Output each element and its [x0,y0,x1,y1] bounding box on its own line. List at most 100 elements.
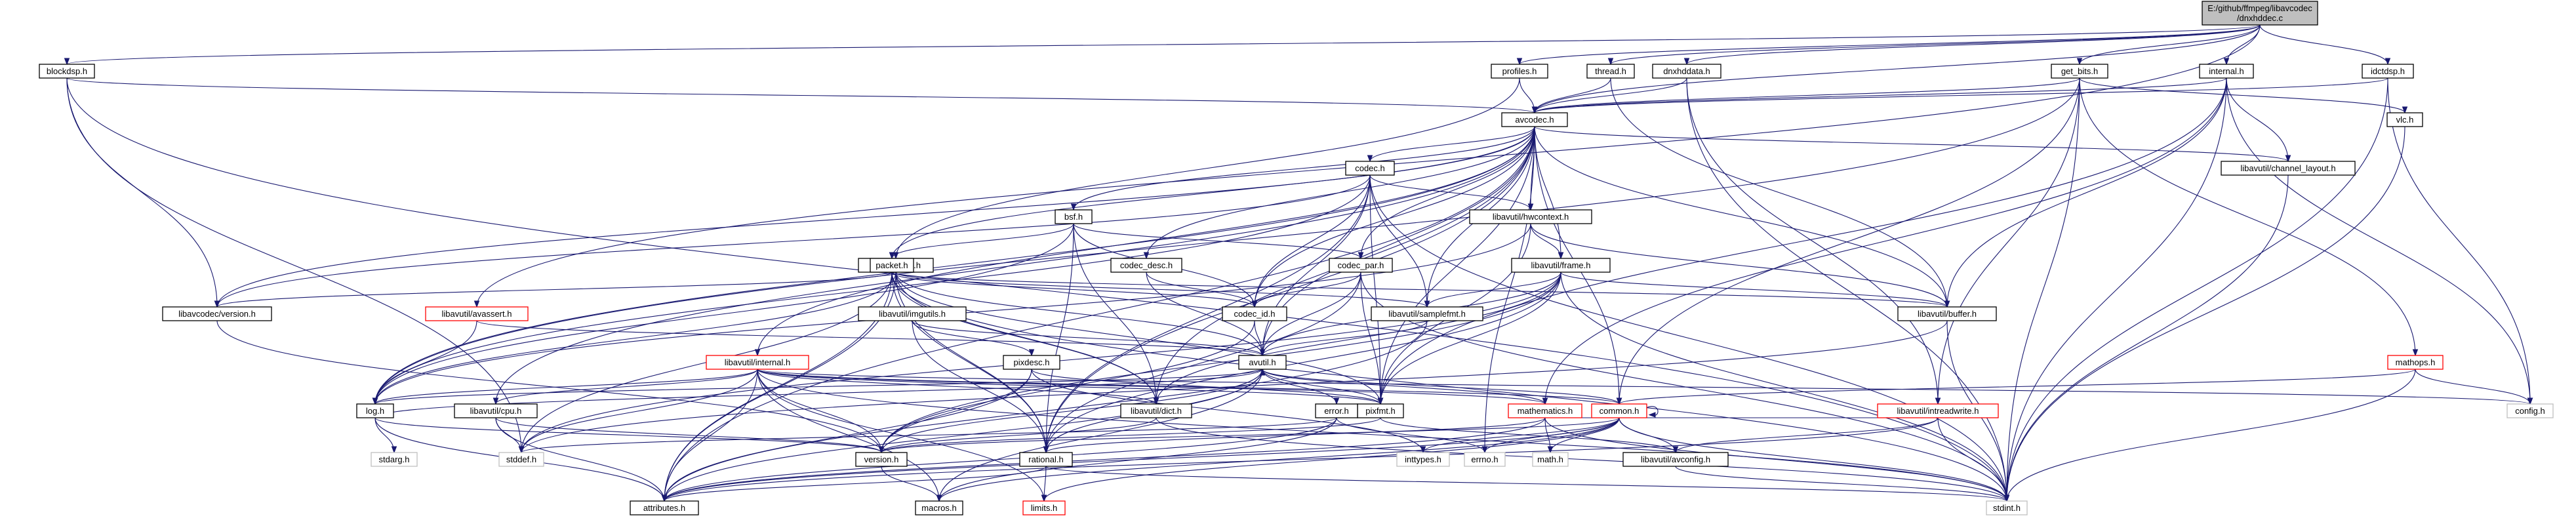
edge-log-to-stdarg [374,417,397,454]
node-avassert[interactable]: libavutil/avassert.h [425,306,529,321]
node-avutil[interactable]: avutil.h [1238,355,1287,370]
node-codec[interactable]: codec.h [1345,161,1395,176]
node-error[interactable]: error.h [1315,403,1358,418]
node-box [356,403,394,418]
node-bsf[interactable]: bsf.h [1055,209,1093,224]
node-stddef[interactable]: stddef.h [498,452,544,467]
node-profiles[interactable]: profiles.h [1491,64,1548,79]
node-samplefmt[interactable]: libavutil/samplefmt.h [1371,306,1483,321]
node-stdint[interactable]: stdint.h [1986,500,2028,515]
edge-idctdsp-to-avcodec [1531,77,2388,114]
node-internal[interactable]: internal.h [2199,64,2254,79]
edge-internal-to-config [2226,77,2533,405]
edge-avcodec-to-codec_par [1358,126,1535,260]
edge-vlc-to-stdint [2003,126,2405,502]
node-box [1003,355,1060,370]
node-codec-desc[interactable]: codec_desc.h [1110,258,1182,273]
node-box [2051,64,2108,79]
node-config[interactable]: config.h [2506,403,2554,418]
node-box [1652,64,1721,79]
node-label: version.h [864,454,899,464]
node-box [162,306,272,321]
node-codec-par[interactable]: codec_par.h [1329,258,1393,273]
node-stdarg[interactable]: stdarg.h [371,452,418,467]
node-vlc[interactable]: vlc.h [2386,112,2423,127]
edge-intreadwrite-to-avconfig [1672,417,1939,454]
edge-imgutils-to-pixdesc [912,320,1035,357]
node-label: libavutil/avconfig.h [1641,454,1710,464]
node-mathematics[interactable]: mathematics.h [1508,403,1582,418]
node-box [1986,500,2028,515]
node-log[interactable]: log.h [356,403,394,418]
node-inttypes[interactable]: inttypes.h [1396,452,1450,467]
edge-intreadwrite-to-attributes [661,417,1939,502]
edge-dnxhddata-to-intreadwrite [1686,77,1941,405]
node-label: libavutil/intreadwrite.h [1897,406,1979,416]
node-label: packet.h [875,260,908,270]
node-dict[interactable]: libavutil/dict.h [1120,403,1192,418]
node-math[interactable]: math.h [1532,452,1569,467]
node-box [1877,403,1999,418]
node-macros[interactable]: macros.h [915,500,963,515]
node-blockdsp[interactable]: blockdsp.h [39,64,95,79]
node-frame[interactable]: libavutil/frame.h [1511,258,1611,273]
edge-get_bits-to-vlc [2079,77,2408,114]
node-root: E:/github/ffmpeg/libavcodec/dnxhddec.c [2202,1,2318,26]
node-thread[interactable]: thread.h [1586,64,1635,79]
node-imgutils[interactable]: libavutil/imgutils.h [858,306,967,321]
node-avcodec-version[interactable]: libavcodec/version.h [162,306,272,321]
node-common[interactable]: common.h [1591,403,1647,418]
node-packet[interactable]: packet.h [870,258,914,273]
node-pixfmt[interactable]: pixfmt.h [1357,403,1404,418]
edge-root-to-get_bits [2076,24,2261,66]
node-attributes[interactable]: attributes.h [630,500,699,515]
edge-avcodec-to-bsf [1070,126,1535,211]
node-avcodec[interactable]: avcodec.h [1501,112,1568,127]
edge-packet-to-buffer [891,272,1950,308]
node-dnxhddata[interactable]: dnxhddata.h [1652,64,1721,79]
node-label: log.h [366,406,384,416]
node-label: blockdsp.h [47,66,87,76]
node-label: avcodec.h [1515,115,1554,125]
edge-layer [64,24,2533,502]
node-version[interactable]: version.h [855,452,908,467]
edge-rational-to-stdint [1045,466,2010,502]
node-hwcontext[interactable]: libavutil/hwcontext.h [1469,209,1592,224]
node-intreadwrite[interactable]: libavutil/intreadwrite.h [1877,403,1999,418]
node-rational[interactable]: rational.h [1019,452,1073,467]
node-label: inttypes.h [1405,454,1441,464]
edge-get_bits-to-intreadwrite [1935,77,2080,405]
edge-root-to-dnxhddata [1683,24,2261,66]
edge-internal-to-buffer [1944,77,2227,308]
node-label: rational.h [1028,454,1063,464]
node-idctdsp[interactable]: idctdsp.h [2362,64,2414,79]
node-pixdesc[interactable]: pixdesc.h [1003,355,1060,370]
node-avconfig[interactable]: libavutil/avconfig.h [1622,452,1729,467]
edge-imgutils-to-avutil [912,320,1266,357]
node-mathops[interactable]: mathops.h [2387,355,2444,370]
node-box [454,403,538,418]
node-box [1622,452,1729,467]
node-box [915,500,963,515]
node-limits[interactable]: limits.h [1022,500,1066,515]
node-box [1501,112,1568,127]
edge-root-to-blockdsp [64,24,2261,66]
node-label: vlc.h [2396,115,2414,125]
edge-dnxhddata-to-stdint [1686,77,2010,502]
node-cpu[interactable]: libavutil/cpu.h [454,403,538,418]
edge-mathops-to-stdint [2003,369,2416,502]
edge-frame-to-samplefmt [1424,272,1561,308]
edge-internal-to-channel_layout [2226,77,2291,163]
node-label: mathematics.h [1518,406,1573,416]
node-errno[interactable]: errno.h [1464,452,1506,467]
node-box [1511,258,1611,273]
node-box [1469,209,1592,224]
edge-root-to-idctdsp [2259,24,2391,66]
node-buffer[interactable]: libavutil/buffer.h [1897,306,1997,321]
node-codec-id[interactable]: codec_id.h [1222,306,1287,321]
node-box [1586,64,1635,79]
node-label: internal.h [2209,66,2244,76]
node-get-bits[interactable]: get_bits.h [2051,64,2108,79]
node-channel-layout[interactable]: libavutil/channel_layout.h [2221,161,2356,176]
node-lavu-internal[interactable]: libavutil/internal.h [706,355,809,370]
